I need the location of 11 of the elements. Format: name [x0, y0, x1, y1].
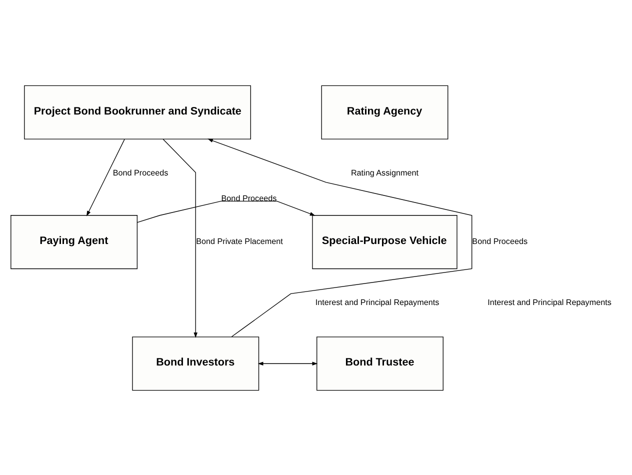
node-box: Bond Investors: [132, 336, 260, 390]
arrow: [86, 138, 125, 216]
arrow: [162, 138, 198, 338]
node-box: Special-Purpose Vehicle: [312, 214, 458, 269]
node-box: Bond Trustee: [316, 336, 444, 390]
arrow: [208, 138, 472, 337]
node-box: Rating Agency: [321, 84, 448, 139]
arrow: [136, 200, 316, 222]
arrow: [258, 361, 318, 366]
node-box: Project Bond Bookrunner and Syndicate: [24, 84, 251, 139]
node-box: Paying Agent: [10, 214, 138, 269]
